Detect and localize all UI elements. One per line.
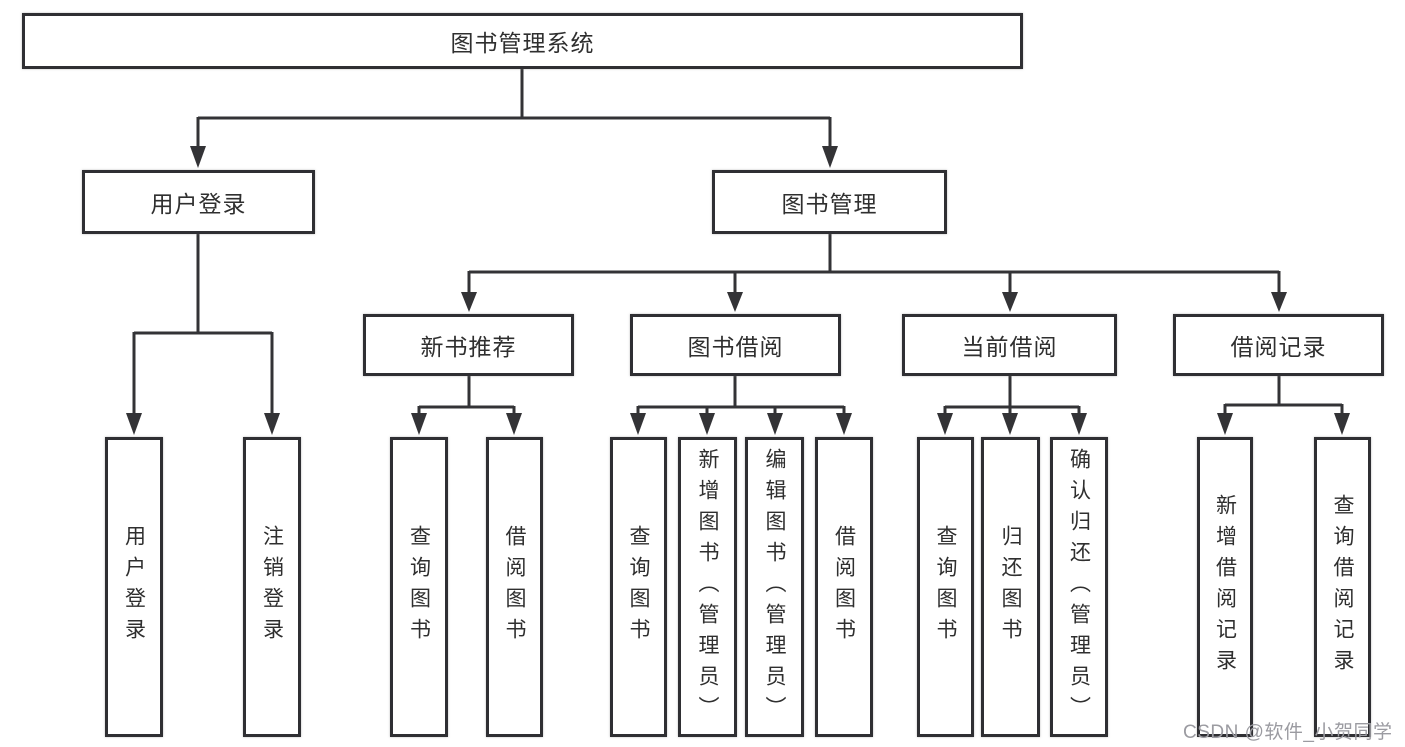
leaf-cb-query-books: 查询图书 <box>917 437 974 737</box>
leaf-nbr-borrow-books: 借阅图书 <box>486 437 543 737</box>
leaf-user-login-label: 用户登录 <box>122 525 146 649</box>
leaf-br-query-record: 查询借阅记录 <box>1314 437 1371 737</box>
node-book-management: 图书管理 <box>712 170 947 234</box>
leaf-br-add-record: 新增借阅记录 <box>1197 437 1253 737</box>
node-book-borrow: 图书借阅 <box>630 314 841 376</box>
leaf-nbr-borrow-books-label: 借阅图书 <box>503 525 526 649</box>
node-root: 图书管理系统 <box>22 13 1023 69</box>
node-current-borrow-label: 当前借阅 <box>961 334 1058 360</box>
leaf-bb-edit-books-admin-label: 编辑图书（管理员） <box>763 447 786 727</box>
node-borrow-record-label: 借阅记录 <box>1230 334 1327 360</box>
leaf-cb-return-books-label: 归还图书 <box>999 525 1022 649</box>
leaf-bb-borrow-books: 借阅图书 <box>815 437 873 737</box>
csdn-watermark: CSDN @软件_小贺同学 <box>1183 722 1393 743</box>
leaf-bb-edit-books-admin: 编辑图书（管理员） <box>745 437 804 737</box>
node-borrow-record: 借阅记录 <box>1173 314 1384 376</box>
node-book-management-label: 图书管理 <box>781 191 878 217</box>
leaf-user-login: 用户登录 <box>105 437 163 737</box>
node-current-borrow: 当前借阅 <box>902 314 1117 376</box>
leaf-cb-confirm-return-admin: 确认归还（管理员） <box>1050 437 1108 737</box>
node-new-book-recommend: 新书推荐 <box>363 314 574 376</box>
node-book-borrow-label: 图书借阅 <box>687 334 784 360</box>
leaf-bb-add-books-admin-label: 新增图书（管理员） <box>696 447 719 727</box>
leaf-bb-borrow-books-label: 借阅图书 <box>832 525 856 649</box>
leaf-nbr-query-books-label: 查询图书 <box>407 525 431 649</box>
leaf-bb-add-books-admin: 新增图书（管理员） <box>678 437 737 737</box>
leaf-br-query-record-label: 查询借阅记录 <box>1331 494 1354 680</box>
leaf-nbr-query-books: 查询图书 <box>390 437 448 737</box>
node-new-book-recommend-label: 新书推荐 <box>420 334 517 360</box>
leaf-bb-query-books-label: 查询图书 <box>627 525 650 649</box>
leaf-logout: 注销登录 <box>243 437 301 737</box>
node-user-login: 用户登录 <box>82 170 315 234</box>
node-user-login-label: 用户登录 <box>150 191 247 217</box>
leaf-cb-query-books-label: 查询图书 <box>934 525 957 649</box>
leaf-logout-label: 注销登录 <box>260 525 284 649</box>
node-root-label: 图书管理系统 <box>450 30 595 56</box>
leaf-cb-return-books: 归还图书 <box>981 437 1040 737</box>
leaf-br-add-record-label: 新增借阅记录 <box>1213 494 1237 680</box>
leaf-bb-query-books: 查询图书 <box>610 437 667 737</box>
leaf-cb-confirm-return-admin-label: 确认归还（管理员） <box>1067 447 1091 727</box>
